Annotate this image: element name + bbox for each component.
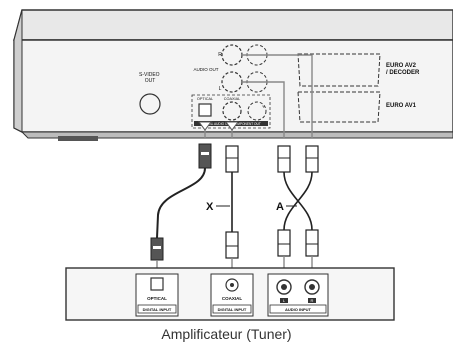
component-y-port: [247, 101, 267, 121]
optical-out-label: OPTICAL: [197, 97, 213, 101]
player-bottom-lip: [20, 131, 453, 139]
optical-out-port: [198, 103, 212, 117]
amp-audio-input: AUDIO INPUT: [285, 307, 312, 312]
euro-av1-label: EURO AV1: [386, 103, 417, 109]
arrowhead-optical: [198, 121, 212, 131]
optical-plug-bottom-band: [153, 246, 161, 249]
arrowhead-coaxial: [225, 121, 239, 131]
optical-cable: [150, 143, 212, 281]
rca-l-plug-bottom: [277, 229, 291, 257]
coaxial-cable: X: [206, 145, 239, 281]
arrow-audio-l: [242, 81, 285, 138]
y-label: Y: [262, 104, 265, 109]
arrow-audio-r: [242, 54, 313, 138]
optical-plug-top: [198, 143, 212, 169]
player-foot: [58, 136, 98, 141]
player-rear-panel: [13, 39, 453, 133]
audio-cable: A: [276, 145, 319, 281]
euro-av2-label: EURO AV2 / DECODER: [386, 63, 420, 76]
diagram-caption: Amplificateur (Tuner): [161, 326, 292, 342]
rca-r-plug-bottom: [305, 229, 319, 257]
coax-plug-bottom: [225, 231, 239, 259]
rca-r-plug-top: [305, 145, 319, 173]
svideo-out-label: S-VIDEO OUT: [139, 72, 161, 84]
svideo-port: [139, 93, 161, 115]
coax-plug-top: [225, 145, 239, 173]
coaxial-out-label: COAXIAL: [224, 97, 240, 101]
rca-wire-2: [283, 171, 313, 231]
optical-plug-top-band: [201, 152, 209, 155]
rca-l-plug-top: [277, 145, 291, 173]
player-side: [13, 9, 23, 133]
amplifier-panel: OPTICAL DIGITAL INPUT COAXIAL DIGITAL IN…: [65, 267, 395, 321]
r-badge-text: R: [311, 298, 314, 303]
amp-coaxial-label: COAXIAL: [222, 296, 243, 301]
dvd-player: S-VIDEO OUT AUDIO OUT R L OPTICAL COAXIA…: [13, 9, 453, 141]
amp-digital-input-2: DIGITAL INPUT: [218, 307, 247, 312]
euro-av2-scart: [297, 53, 381, 87]
digital-input-2-tag: [212, 304, 252, 314]
l-badge: [280, 298, 288, 303]
l-badge-text: L: [283, 298, 286, 303]
signal-arrows: [198, 54, 313, 138]
audio-out-label: AUDIO OUT: [193, 67, 218, 72]
callout-a: A: [276, 201, 284, 213]
player-top-face: [13, 9, 453, 41]
port-r-label: R: [218, 52, 222, 58]
coaxial-out-port: [222, 101, 242, 121]
r-badge: [308, 298, 316, 303]
audio-input-tag: [269, 304, 327, 314]
amp-digital-input-1: DIGITAL INPUT: [143, 307, 172, 312]
optical-wire: [156, 167, 206, 239]
euro-av1-scart: [297, 91, 381, 123]
port-l-label: L: [219, 86, 222, 92]
callout-x: X: [206, 201, 214, 213]
digital-input-1-tag: [137, 304, 177, 314]
amp-optical-label: OPTICAL: [147, 296, 167, 301]
optical-input-port: [150, 277, 164, 291]
